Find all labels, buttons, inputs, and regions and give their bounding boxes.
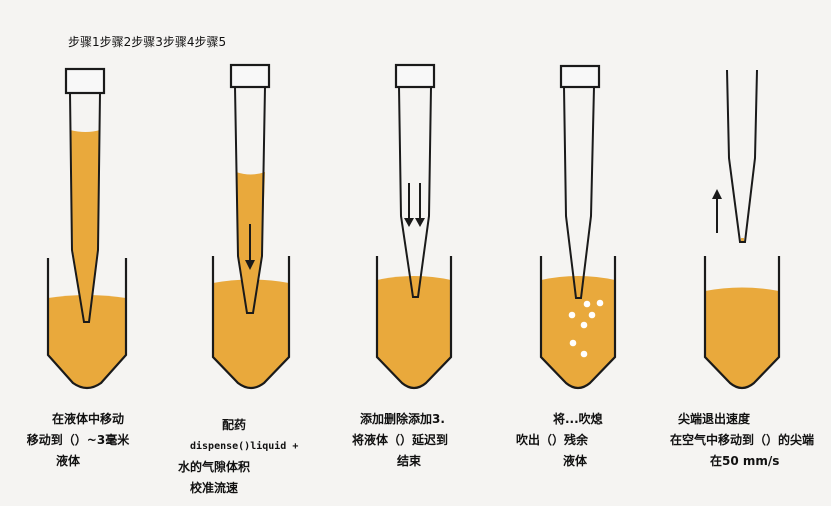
step-3-caption-line-1: 添加删除添加3.	[360, 412, 445, 426]
step-4-tube	[539, 256, 617, 390]
steps-header: 步骤1步骤2步骤3步骤4步骤5	[68, 35, 227, 49]
step-5-caption-line-3: 在50 mm/s	[710, 454, 780, 468]
step-1-pipette-tip	[64, 67, 106, 323]
step-2-illustration	[211, 63, 291, 390]
step-3-pipette-tip	[394, 63, 436, 298]
step-4-tip-collar	[559, 64, 601, 89]
step-3-illustration	[375, 63, 453, 390]
step-2-tube	[211, 256, 291, 390]
step-2-caption-line-4: 校准流速	[190, 481, 239, 495]
step-2-caption-line-3: 水的气隙体积	[178, 460, 251, 474]
step-5-caption-line-1: 尖端退出速度	[678, 412, 751, 426]
step-4-caption-line-1: 将...吹熄	[553, 412, 603, 426]
step-2-caption-line-1: 配药	[222, 418, 247, 432]
step-4-caption-line-2: 吹出（）残余	[516, 433, 589, 447]
step-4-pipette-tip	[559, 64, 601, 299]
step-3-tube	[375, 256, 453, 390]
air-bubbles	[568, 299, 604, 358]
step-5-caption: 尖端退出速度 在空气中移动到（）的尖端 在50 mm/s	[670, 409, 814, 472]
double-down-arrow-icon	[404, 183, 425, 227]
residual-drop	[741, 238, 744, 241]
step-4-illustration	[539, 64, 617, 390]
step-3-tip-collar	[394, 63, 436, 89]
step-1-illustration	[46, 67, 128, 390]
step-4-caption-line-3: 液体	[563, 454, 588, 468]
step-5-caption-line-2: 在空气中移动到（）的尖端	[670, 433, 815, 447]
step-3-caption-line-2: 将液体（）延迟到	[352, 433, 449, 447]
step-2-caption-line-2: dispense()liquid +	[190, 441, 299, 452]
step-1-caption-line-3: 液体	[55, 454, 80, 468]
step-1-tip-collar	[64, 67, 106, 95]
step-2-tip-collar	[229, 63, 271, 89]
step-2-pipette-tip	[229, 63, 271, 314]
step-4-caption: 将...吹熄 吹出（）残余 液体	[516, 409, 603, 472]
step-5-pipette-tip	[726, 69, 758, 243]
step-1-caption-line-2: 移动到（）~3毫米	[26, 433, 130, 447]
step-5-tube	[703, 256, 781, 390]
step-3-caption: 添加删除添加3. 将液体（）延迟到 结束	[352, 409, 448, 472]
step-3-caption-line-3: 结束	[397, 454, 422, 468]
step-1-caption: 在液体中移动 移动到（）~3毫米 液体	[23, 409, 153, 472]
step-1-tube	[46, 258, 128, 390]
step-5-illustration	[703, 69, 781, 390]
down-arrow-icon	[245, 224, 255, 270]
up-arrow-icon	[712, 189, 722, 233]
step-2-caption: 配药 dispense()liquid + 水的气隙体积 校准流速	[178, 415, 299, 499]
step-1-caption-line-1: 在液体中移动	[51, 412, 124, 426]
